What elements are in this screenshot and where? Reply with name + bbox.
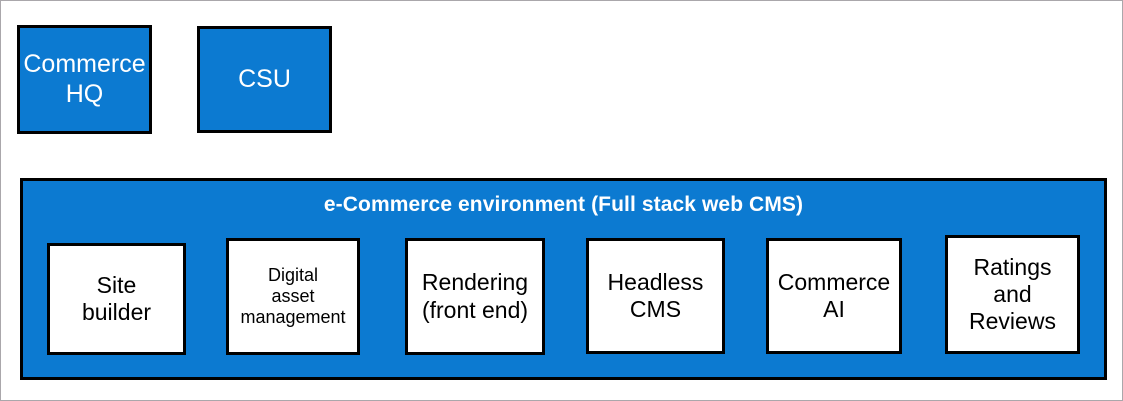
node-commerce-ai-label: Commerce AI [777, 268, 891, 322]
node-commerce-hq-label: Commerce HQ [23, 50, 146, 108]
node-ratings-and-reviews[interactable]: Ratings and Reviews [945, 235, 1080, 354]
node-commerce-ai[interactable]: Commerce AI [766, 238, 902, 354]
node-csu-label: CSU [238, 64, 291, 93]
environment-title: e-Commerce environment (Full stack web C… [323, 193, 804, 216]
node-site-builder[interactable]: Site builder [47, 243, 186, 355]
node-site-builder-label: Site builder [81, 271, 152, 325]
node-csu[interactable]: CSU [197, 26, 332, 133]
node-commerce-hq[interactable]: Commerce HQ [17, 25, 152, 134]
node-rendering-front-end-label: Rendering (front end) [421, 269, 529, 323]
node-headless-cms-label: Headless CMS [607, 268, 704, 322]
node-digital-asset-management[interactable]: Digital asset management [226, 238, 360, 355]
environment-container: e-Commerce environment (Full stack web C… [20, 178, 1107, 380]
node-headless-cms[interactable]: Headless CMS [586, 238, 725, 354]
node-rendering-front-end[interactable]: Rendering (front end) [405, 238, 545, 355]
node-digital-asset-management-label: Digital asset management [240, 264, 346, 328]
node-ratings-and-reviews-label: Ratings and Reviews [969, 253, 1056, 335]
